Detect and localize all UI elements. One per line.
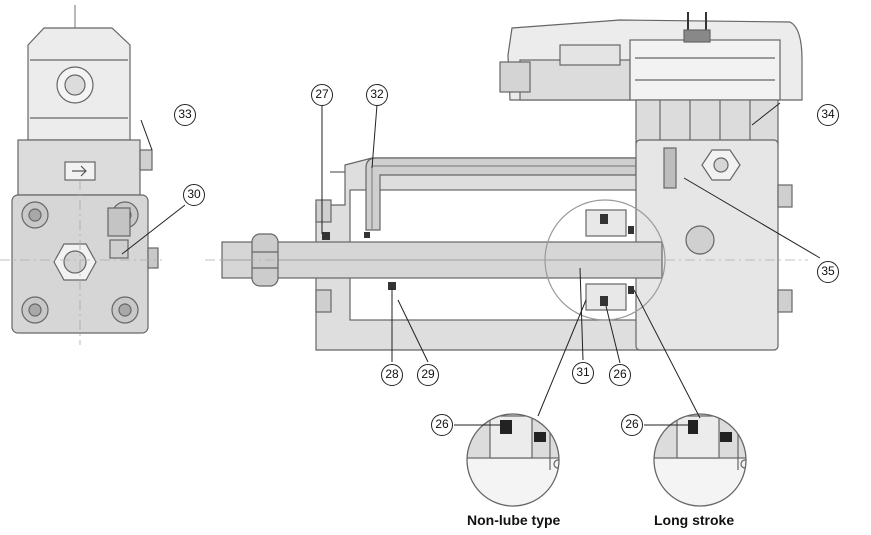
callout-31: 31	[572, 362, 594, 384]
detail-non-lube	[467, 414, 559, 506]
callout-29: 29	[417, 364, 439, 386]
caption-non-lube: Non-lube type	[467, 512, 561, 528]
leader-lines	[121, 102, 821, 426]
callout-26-main: 26	[609, 364, 631, 386]
center-lines	[0, 180, 808, 345]
detail-long-stroke	[654, 414, 746, 506]
callout-26-long-stroke: 26	[621, 414, 643, 436]
end-view	[11, 5, 159, 334]
callout-32: 32	[366, 84, 388, 106]
callout-28: 28	[381, 364, 403, 386]
callout-26-non-lube: 26	[431, 414, 453, 436]
callout-30: 30	[183, 184, 205, 206]
callout-27: 27	[311, 84, 333, 106]
callout-33: 33	[174, 104, 196, 126]
section-view	[221, 12, 803, 351]
callout-35: 35	[817, 261, 839, 283]
caption-long-stroke: Long stroke	[654, 512, 735, 528]
callout-34: 34	[817, 104, 839, 126]
